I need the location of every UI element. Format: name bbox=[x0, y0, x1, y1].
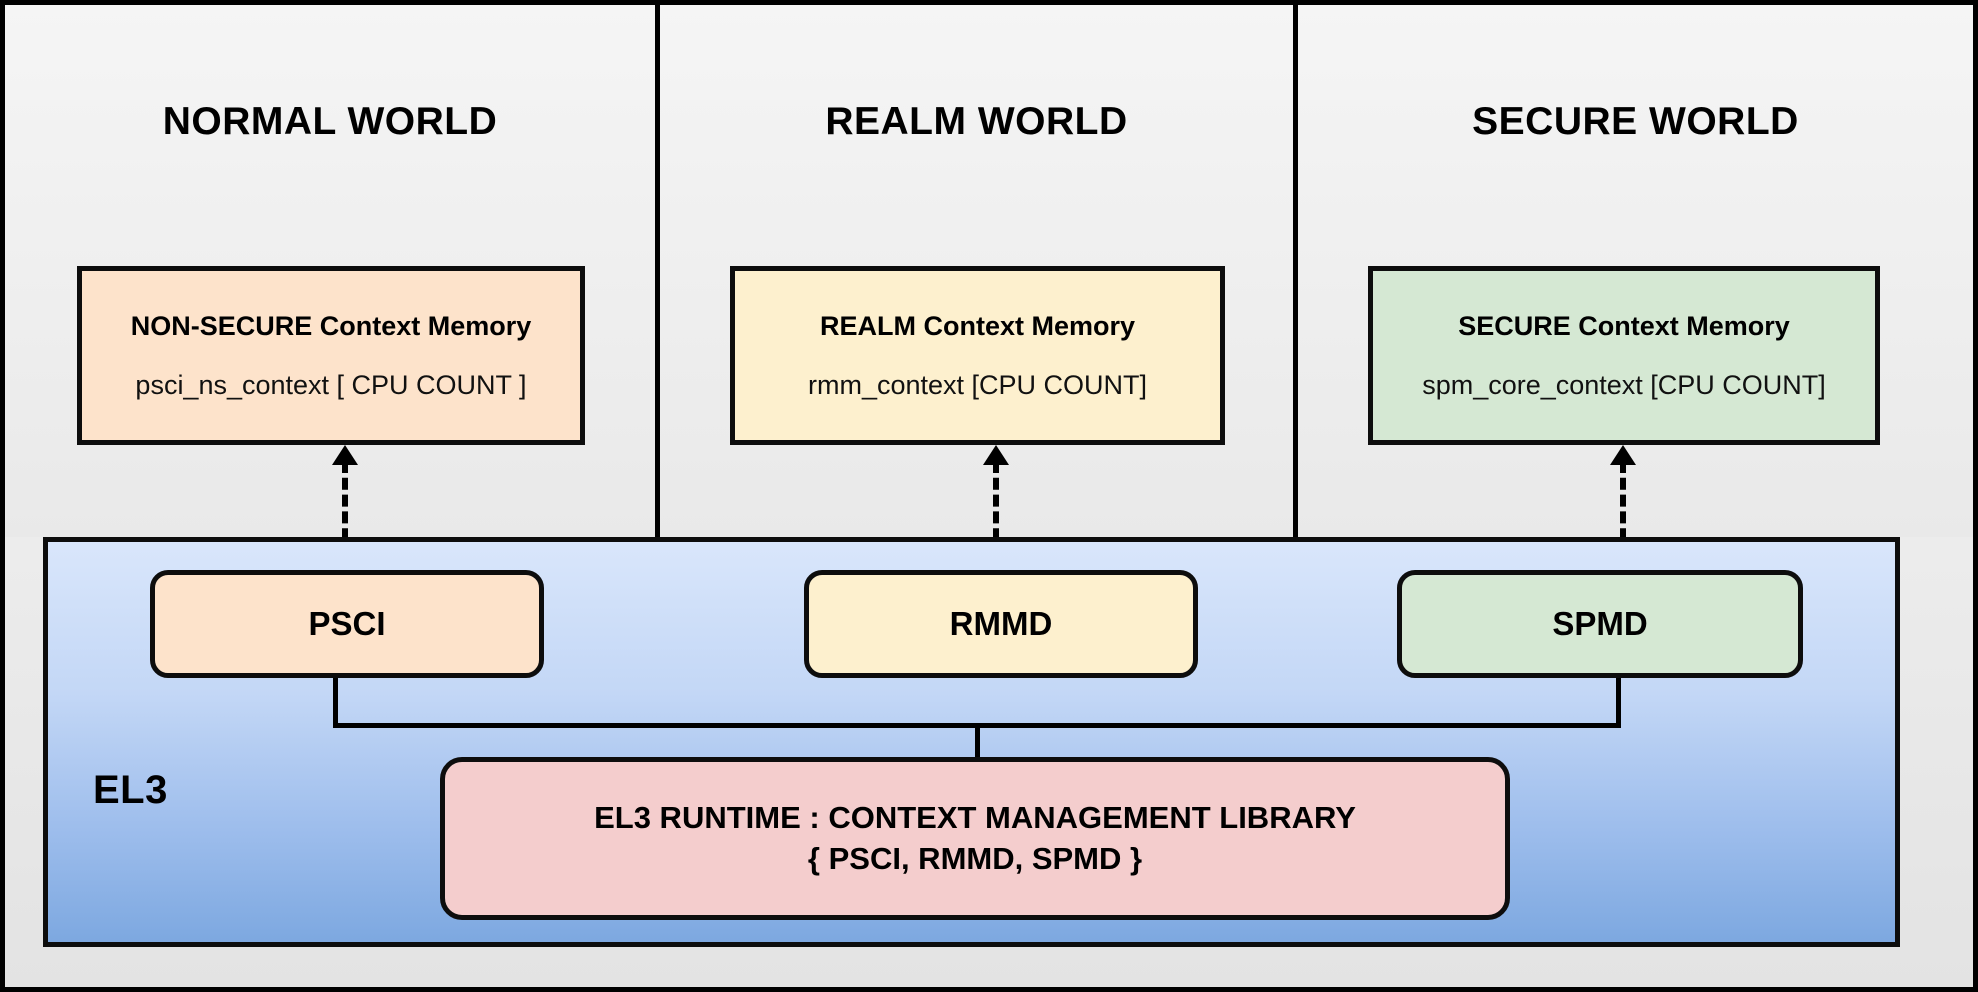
el3-label: EL3 bbox=[93, 768, 168, 812]
world-title-normal: NORMAL WORLD bbox=[162, 100, 498, 143]
runtime-library-box[interactable]: EL3 RUNTIME : CONTEXT MANAGEMENT LIBRARY… bbox=[440, 757, 1510, 920]
dashed-stem bbox=[342, 461, 348, 557]
context-memory-subtitle-realm: rmm_context [CPU COUNT] bbox=[807, 369, 1148, 400]
context-memory-title-secure: SECURE Context Memory bbox=[1458, 311, 1790, 342]
arrowhead-up-icon bbox=[983, 445, 1009, 465]
arrowhead-up-icon bbox=[332, 445, 358, 465]
world-title-secure: SECURE WORLD bbox=[1472, 100, 1799, 143]
connector-psci-stub bbox=[333, 678, 338, 727]
module-box-psci[interactable]: PSCI bbox=[150, 570, 544, 678]
world-title-realm: REALM WORLD bbox=[825, 100, 1128, 143]
module-box-rmmd[interactable]: RMMD bbox=[804, 570, 1198, 678]
context-memory-box-secure[interactable]: SECURE Context Memory spm_core_context [… bbox=[1368, 266, 1880, 445]
world-divider-normal-realm bbox=[655, 5, 660, 537]
world-divider-realm-secure bbox=[1293, 5, 1298, 537]
context-memory-title-realm: REALM Context Memory bbox=[819, 311, 1136, 342]
context-memory-subtitle-non-secure: psci_ns_context [ CPU COUNT ] bbox=[135, 369, 527, 400]
dashed-stem bbox=[993, 461, 999, 557]
runtime-library-line-1: EL3 RUNTIME : CONTEXT MANAGEMENT LIBRARY bbox=[594, 800, 1356, 836]
connector-center-drop bbox=[975, 723, 980, 763]
dashed-stem bbox=[1620, 461, 1626, 557]
context-memory-box-realm[interactable]: REALM Context Memory rmm_context [CPU CO… bbox=[730, 266, 1225, 445]
arrowhead-up-icon bbox=[1610, 445, 1636, 465]
context-memory-box-non-secure[interactable]: NON-SECURE Context Memory psci_ns_contex… bbox=[77, 266, 585, 445]
connector-spmd-stub bbox=[1616, 678, 1621, 727]
runtime-library-line-2: { PSCI, RMMD, SPMD } bbox=[807, 840, 1143, 876]
module-box-spmd[interactable]: SPMD bbox=[1397, 570, 1803, 678]
context-memory-title-non-secure: NON-SECURE Context Memory bbox=[130, 311, 532, 342]
context-memory-subtitle-secure: spm_core_context [CPU COUNT] bbox=[1422, 369, 1826, 400]
